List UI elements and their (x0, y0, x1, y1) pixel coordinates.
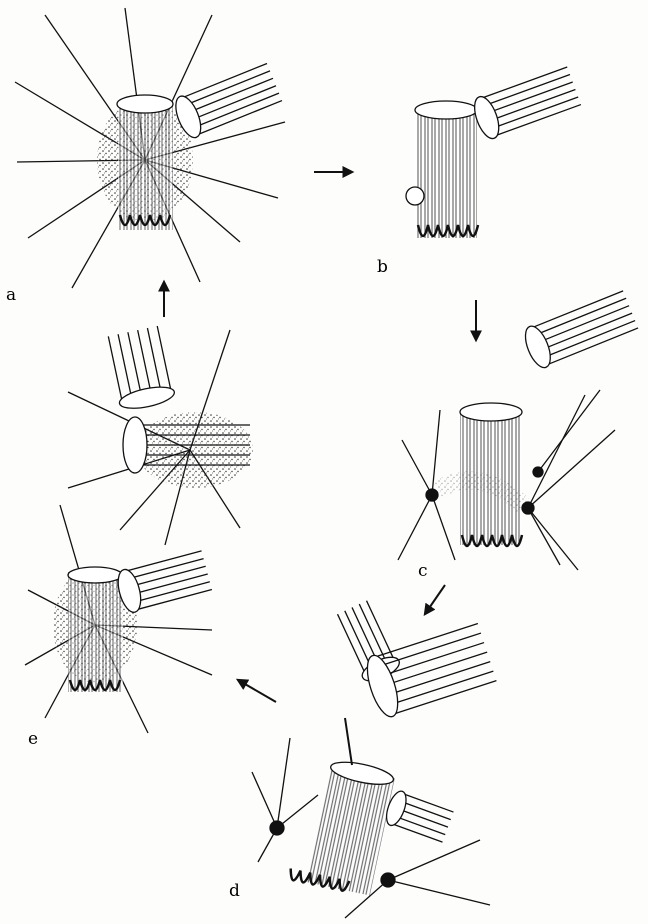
panel-c-drawing (398, 289, 639, 570)
panel-label-e: e (28, 731, 38, 748)
panel-unlabeled-drawing (68, 325, 253, 545)
panel-b-drawing (406, 65, 582, 238)
panel-d-left-aster (252, 738, 318, 862)
panel-a-drawing (15, 8, 294, 288)
panel-d-large-centriole (361, 622, 497, 721)
panel-b-mother-centriole (415, 101, 478, 238)
panel-d-drawing (252, 599, 497, 918)
arrow-d-to-e (238, 680, 276, 702)
panel-label-a: a (6, 287, 16, 304)
arrow-c-to-d (425, 585, 445, 614)
panel-label-b: b (377, 259, 388, 276)
panel-b-satellite (406, 187, 424, 205)
panel-unlabeled-vertical-centriole (105, 325, 176, 412)
panel-unlabeled-horizontal-centriole (123, 417, 250, 473)
panel-d-mother-centriole (288, 754, 396, 896)
panel-e-mother-centriole (68, 567, 123, 692)
panel-b-daughter-centriole (470, 65, 582, 142)
panel-c-detached-centriole (520, 289, 638, 371)
panel-c-right-asters (522, 390, 615, 570)
panel-a-mother-centriole (117, 95, 173, 230)
panel-label-d: d (229, 883, 240, 900)
panel-d-daughter-centriole (383, 789, 455, 844)
panel-unlabeled-pericentriolar-cloud (137, 412, 253, 488)
panel-e-drawing (25, 505, 212, 733)
panel-label-c: c (418, 563, 428, 580)
panel-e-daughter-centriole (114, 549, 212, 615)
